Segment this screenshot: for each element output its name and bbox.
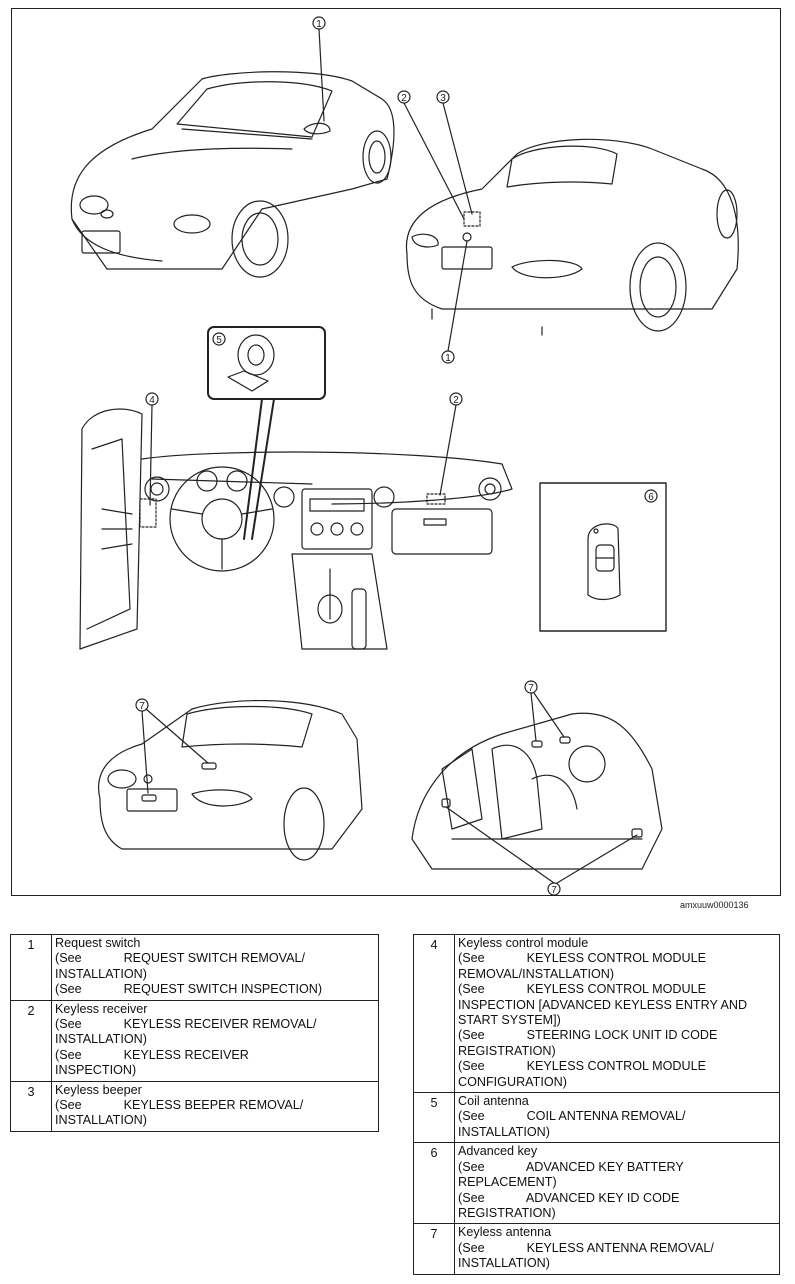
reference-line: REMOVAL/INSTALLATION)	[458, 966, 615, 981]
reference-line: (See ADVANCED KEY BATTERY	[458, 1159, 684, 1174]
part-number: 2	[10, 999, 52, 1082]
callout-2-top: 2	[397, 90, 465, 220]
callout-1-top: 1	[312, 16, 326, 122]
callout-1-rear: 1	[441, 240, 468, 364]
part-number: 7	[413, 1223, 455, 1275]
car-rear-antenna-illustration	[98, 699, 363, 861]
callout-3-top: 3	[436, 90, 473, 215]
callout-2-dash: 2	[439, 392, 463, 496]
reference-line: (See COIL ANTENNA REMOVAL/	[458, 1109, 686, 1124]
part-name: Request switch	[55, 936, 141, 950]
figure-drawing: 1 2 3 1	[70, 16, 739, 896]
part-number: 5	[413, 1092, 455, 1144]
car-front-view-illustration	[70, 71, 395, 278]
reference-line: REGISTRATION)	[458, 1205, 556, 1220]
callout-7-br-bottom: 7	[445, 806, 638, 896]
reference-line: INSPECTION [ADVANCED KEYLESS ENTRY AND	[458, 997, 748, 1012]
reference-line: INSPECTION)	[55, 1063, 137, 1078]
part-name: Coil antenna	[458, 1094, 529, 1109]
part-description: Keyless antenna(See KEYLESS ANTENNA REMO…	[454, 1223, 780, 1275]
reference-line: (See KEYLESS RECEIVER REMOVAL/	[55, 1017, 317, 1032]
part-description: Request switch(See REQUEST SWITCH REMOVA…	[51, 934, 379, 1001]
dashboard-interior-illustration	[79, 408, 513, 650]
car-rear-view-illustration	[405, 138, 739, 336]
reference-line: REPLACEMENT)	[458, 1175, 557, 1190]
advanced-key-inset: 6	[539, 482, 667, 632]
svg-text:7: 7	[528, 683, 534, 694]
callout-7-br-top: 7	[524, 680, 565, 742]
reference-line: (See KEYLESS CONTROL MODULE	[458, 951, 706, 966]
part-name: Keyless beeper	[55, 1082, 142, 1097]
reference-line: (See STEERING LOCK UNIT ID CODE	[458, 1028, 718, 1043]
part-name: Keyless antenna	[458, 1225, 552, 1240]
part-name: Keyless control module	[458, 936, 589, 950]
part-description: Coil antenna(See COIL ANTENNA REMOVAL/IN…	[454, 1092, 780, 1144]
svg-text:2: 2	[453, 395, 459, 406]
callout-4-dash: 4	[145, 392, 159, 506]
reference-line: (See KEYLESS CONTROL MODULE	[458, 982, 706, 997]
reference-line: INSTALLATION)	[55, 1032, 147, 1047]
svg-text:3: 3	[440, 93, 446, 104]
reference-line: (See REQUEST SWITCH INSPECTION)	[55, 982, 323, 997]
reference-line: (See KEYLESS CONTROL MODULE	[458, 1059, 706, 1074]
reference-line: (See KEYLESS ANTENNA REMOVAL/	[458, 1240, 714, 1255]
svg-text:7: 7	[551, 885, 557, 896]
part-number: 6	[413, 1142, 455, 1225]
callout-7-bl: 7	[135, 698, 209, 794]
part-name: Keyless receiver	[55, 1001, 148, 1016]
svg-text:5: 5	[216, 335, 222, 346]
svg-text:1: 1	[445, 353, 451, 364]
part-description: Keyless receiver(See KEYLESS RECEIVER RE…	[51, 999, 379, 1082]
reference-line: (See KEYLESS BEEPER REMOVAL/	[55, 1098, 304, 1113]
svg-text:4: 4	[149, 395, 155, 406]
svg-text:7: 7	[139, 701, 145, 712]
reference-line: INSTALLATION)	[55, 966, 147, 981]
part-description: Keyless control module(See KEYLESS CONTR…	[454, 933, 780, 1094]
svg-text:2: 2	[401, 93, 407, 104]
figure-id-code: amxuuw0000136	[680, 900, 749, 910]
cabin-antenna-illustration	[411, 712, 663, 870]
reference-line: REGISTRATION)	[458, 1043, 556, 1058]
part-description: Keyless beeper(See KEYLESS BEEPER REMOVA…	[51, 1080, 379, 1132]
part-name: Advanced key	[458, 1144, 538, 1159]
part-number: 1	[10, 934, 52, 1001]
reference-line: (See KEYLESS RECEIVER	[55, 1047, 249, 1062]
reference-line: (See REQUEST SWITCH REMOVAL/	[55, 951, 306, 966]
reference-line: INSTALLATION)	[55, 1113, 147, 1128]
reference-line: INSTALLATION)	[458, 1256, 550, 1271]
part-number: 4	[413, 933, 455, 1094]
svg-text:6: 6	[648, 492, 654, 503]
part-number: 3	[10, 1080, 52, 1132]
svg-text:1: 1	[316, 19, 322, 30]
reference-line: (See ADVANCED KEY ID CODE	[458, 1190, 680, 1205]
reference-line: INSTALLATION)	[458, 1124, 550, 1139]
coil-antenna-inset: 5	[207, 326, 326, 540]
reference-line: START SYSTEM])	[458, 1013, 561, 1028]
component-location-figure: 1 2 3 1	[11, 8, 781, 896]
reference-line: CONFIGURATION)	[458, 1074, 567, 1089]
